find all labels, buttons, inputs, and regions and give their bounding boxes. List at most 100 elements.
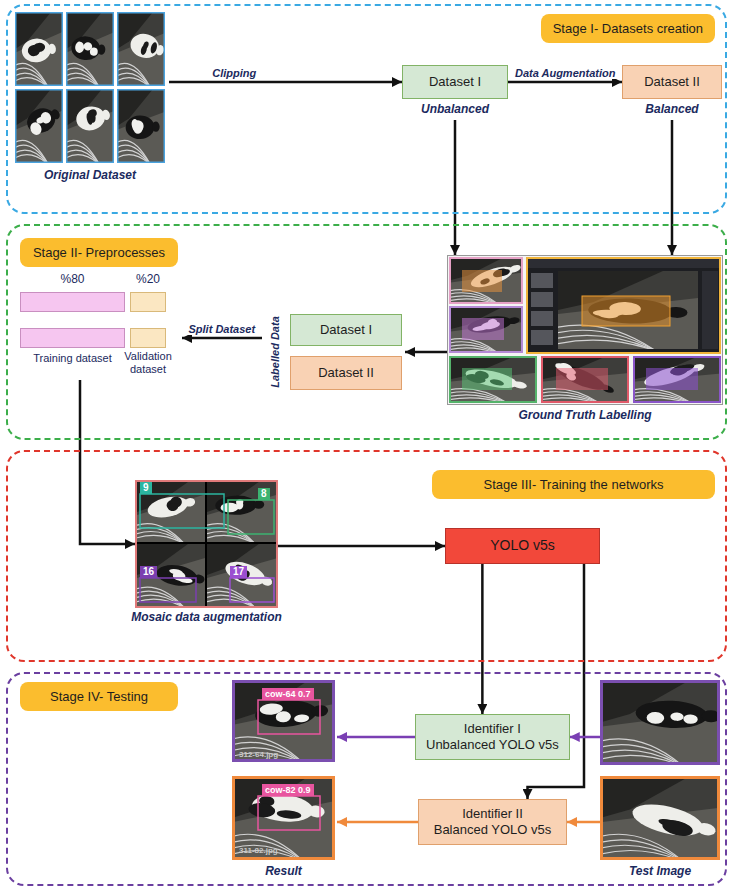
- cow-body: [146, 493, 190, 520]
- pipe: [232, 834, 304, 860]
- flow-arrow: [567, 821, 600, 824]
- cow-body: [155, 562, 198, 588]
- cow: [125, 115, 160, 140]
- image-border: [602, 682, 719, 764]
- pipe: [600, 739, 684, 765]
- pipe: [449, 339, 501, 353]
- mask-overlay: [462, 270, 502, 292]
- image-panel: Original Dataset: [15, 12, 165, 164]
- cow-patch: [140, 44, 148, 56]
- identifier-box: Identifier IIBalanced YOLO v5s: [418, 799, 567, 845]
- photo: [449, 257, 523, 304]
- photo: [137, 544, 205, 606]
- pipe: [137, 591, 185, 606]
- cow-patch: [248, 802, 276, 819]
- cow: [128, 31, 165, 63]
- flow-arrow: [169, 81, 402, 84]
- photo: [449, 356, 537, 403]
- photo: [207, 482, 276, 542]
- pipe: [15, 150, 49, 163]
- image-border: [67, 13, 114, 86]
- cow: [70, 35, 106, 62]
- photo-ground: [66, 12, 114, 86]
- bar-label: Training dataset: [20, 352, 125, 365]
- stage-title: Stage III- Training the networks: [432, 470, 715, 499]
- image-border: [16, 90, 63, 163]
- cow-body: [635, 699, 708, 730]
- photo-ground: [66, 89, 114, 163]
- toolbar: [528, 259, 719, 268]
- dataset-box: Dataset IUnbalanced: [402, 65, 508, 99]
- split-bar: [130, 328, 166, 348]
- split-bar: [130, 292, 166, 312]
- flow-arrow: [481, 564, 484, 714]
- photo: [232, 680, 335, 762]
- pipe: [449, 389, 511, 403]
- caption: Balanced: [645, 102, 698, 117]
- photo-ground: [232, 680, 335, 762]
- pipe: [117, 145, 151, 163]
- cow-head: [512, 380, 527, 389]
- pipe: [207, 591, 255, 606]
- flow-arrow: [80, 380, 135, 544]
- cow-patch: [167, 502, 178, 512]
- photo-ground: [117, 89, 165, 163]
- cow: [23, 102, 63, 137]
- box-label: Dataset II: [644, 74, 700, 90]
- cow-body: [125, 115, 155, 140]
- photo-ground: [558, 271, 698, 349]
- class-id-tag: 8: [258, 488, 270, 500]
- caption: Original Dataset: [44, 168, 136, 182]
- pipe: [541, 389, 603, 403]
- caption: Test Image: [629, 864, 691, 878]
- pipe: [137, 528, 185, 542]
- cow-head: [308, 805, 326, 818]
- cow: [552, 359, 617, 398]
- pipe: [66, 140, 100, 163]
- photo: [117, 89, 165, 163]
- pipe: [66, 68, 100, 86]
- photo: [232, 776, 335, 860]
- photo: [449, 306, 523, 353]
- cow-body: [553, 360, 607, 395]
- photo-ground: [449, 257, 523, 304]
- cow-body: [254, 698, 318, 729]
- box-label: Balanced YOLO v5s: [434, 822, 552, 838]
- file-name: 312-64.jpg: [236, 749, 281, 761]
- cow-patch: [131, 119, 138, 129]
- stage-title: Stage II- Preprocesses: [20, 238, 178, 267]
- box-label: Dataset I: [320, 322, 372, 338]
- photo-ground: [541, 356, 629, 403]
- image-border: [118, 13, 165, 86]
- pipe: [232, 737, 304, 762]
- box-title: Identifier I: [464, 721, 521, 737]
- photo: [633, 356, 721, 403]
- pipe: [117, 140, 151, 163]
- cow-head: [48, 43, 57, 54]
- flow-arrow: [278, 545, 445, 548]
- pipe: [66, 63, 100, 86]
- flow-arrow: [454, 120, 457, 255]
- cow-patch: [670, 712, 684, 721]
- thumbnail: [531, 311, 553, 326]
- thumbnail: [531, 330, 553, 345]
- pipe: [558, 340, 656, 349]
- dataset-box: Dataset IIBalanced: [622, 65, 722, 99]
- cow: [642, 359, 706, 391]
- photo-ground: [232, 776, 335, 860]
- cow-body: [70, 35, 101, 61]
- pipe: [232, 840, 304, 860]
- cow-patch: [661, 818, 695, 839]
- edge-label: Clipping: [210, 67, 258, 79]
- cow: [629, 799, 718, 845]
- image-panel: Ground Truth Labelling: [447, 255, 723, 405]
- class-id-tag: 17: [230, 566, 247, 578]
- bounding-box: [258, 796, 320, 830]
- photo-ground: [449, 356, 537, 403]
- cow-patch: [28, 121, 43, 137]
- photo-ground: [449, 306, 523, 353]
- image-border: [602, 778, 719, 859]
- network-box: YOLO v5s: [445, 528, 600, 564]
- cow: [635, 699, 720, 730]
- mask-overlay: [556, 368, 608, 390]
